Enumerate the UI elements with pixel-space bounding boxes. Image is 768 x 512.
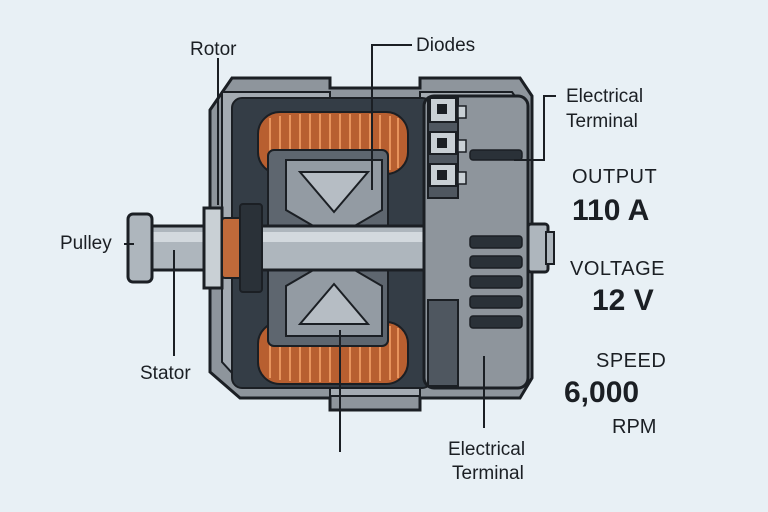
label-rotor: Rotor: [190, 39, 237, 60]
diode-pack: [429, 97, 467, 187]
diodes-leader: [371, 44, 412, 190]
label-stator: Stator: [140, 363, 191, 384]
pulley: [126, 206, 224, 290]
leader-lines: [124, 44, 556, 452]
label-terminal-top-line1: Electrical: [566, 86, 644, 107]
spec-speed-title: SPEED: [596, 350, 667, 372]
label-diodes: Diodes: [416, 35, 476, 56]
rear-terminal-bolt: [526, 222, 555, 274]
spec-speed-value: 6,000: [564, 376, 640, 409]
spec-speed-unit: RPM: [612, 416, 657, 438]
label-terminal-bottom-line2: Terminal: [452, 463, 524, 484]
spec-voltage-title: VOLTAGE: [570, 258, 666, 280]
terminal-top-leader: [514, 95, 556, 161]
label-pulley: Pulley: [60, 233, 112, 254]
rotor-claw-poles: [267, 149, 389, 347]
spec-voltage-value: 12 V: [592, 284, 654, 317]
label-terminal-top-line2: Terminal: [566, 111, 638, 132]
spec-output-value: 110 A: [572, 194, 650, 227]
label-terminal-bottom-line1: Electrical: [448, 439, 526, 460]
spec-output-title: OUTPUT: [572, 166, 658, 188]
slip-ring: [221, 203, 263, 293]
